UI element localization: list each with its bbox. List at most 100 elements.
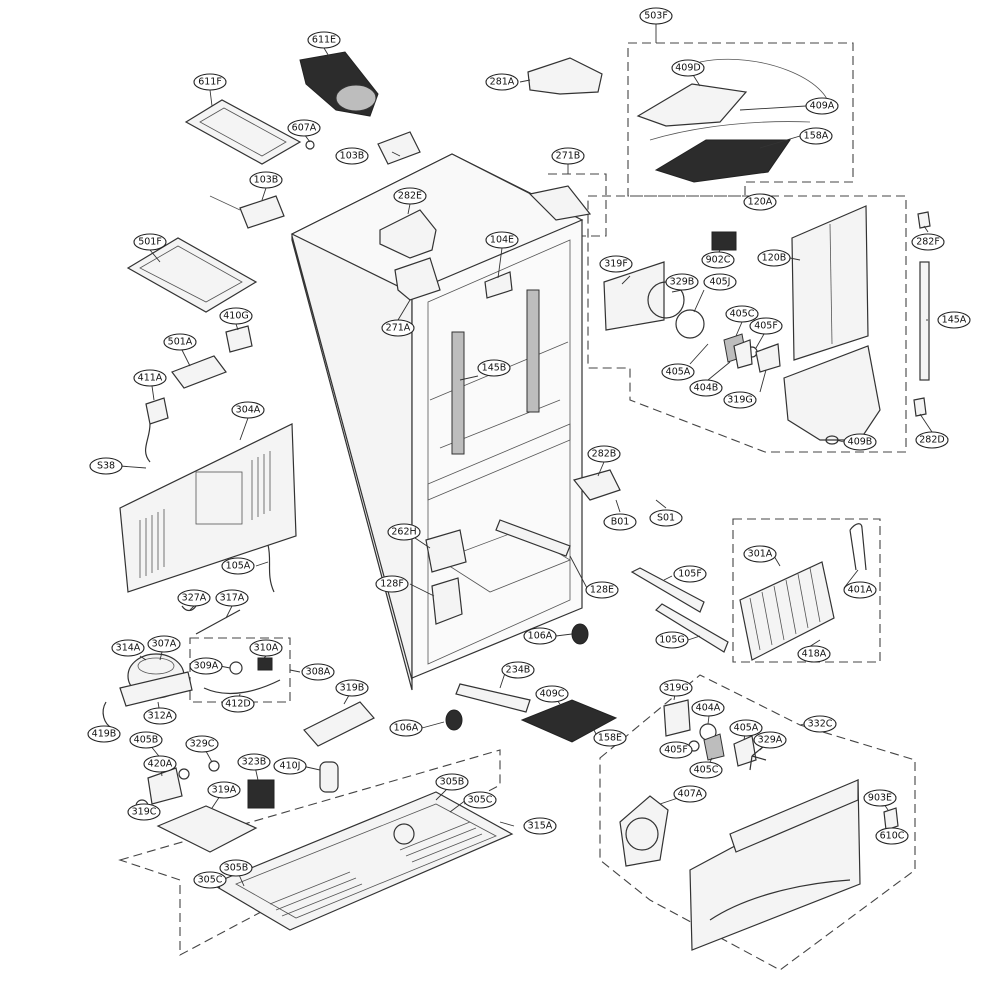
callout-405c: 405C <box>725 305 759 323</box>
part-319g <box>755 343 781 373</box>
svg-text:305B: 305B <box>440 777 465 788</box>
compressor-parts <box>102 605 375 853</box>
callout-501a: 501A <box>163 333 197 351</box>
svg-text:105A: 105A <box>226 561 251 572</box>
refrigerator-cabinet <box>290 153 621 691</box>
part-128e <box>495 519 571 557</box>
part-319g-lower <box>663 699 691 737</box>
callout-bubbles: 503F 409D 409A 158A 281A 611E 611F 607A … <box>87 7 971 889</box>
svg-text:305C: 305C <box>468 795 493 806</box>
callout-611e: 611E <box>307 31 341 49</box>
callout-s38: S38 <box>89 457 123 475</box>
svg-text:315A: 315A <box>528 821 553 832</box>
top-left-parts <box>126 51 603 463</box>
svg-text:401A: 401A <box>848 585 873 596</box>
svg-text:410J: 410J <box>280 761 301 772</box>
svg-text:282B: 282B <box>592 449 617 460</box>
part-407a-fan-housing <box>619 795 669 867</box>
group-outline-503f <box>627 42 854 197</box>
svg-text:308A: 308A <box>306 667 331 678</box>
svg-text:327A: 327A <box>182 593 207 604</box>
part-120a-duct <box>783 345 881 441</box>
group-outline-315a <box>118 749 501 956</box>
callout-329b: 329B <box>665 273 699 291</box>
svg-text:103B: 103B <box>340 151 365 162</box>
svg-text:103B: 103B <box>254 175 279 186</box>
part-309a <box>229 661 243 675</box>
screw-607a <box>305 140 315 150</box>
bracket-282e <box>379 209 437 259</box>
callout-405a-lower: 405A <box>729 719 763 737</box>
part-105f-rail <box>630 567 705 613</box>
callout-105a: 105A <box>221 557 255 575</box>
svg-text:234B: 234B <box>506 665 531 676</box>
callout-312a: 312A <box>143 707 177 725</box>
part-410j-capacitor <box>319 761 339 793</box>
part-501a-board <box>171 355 227 389</box>
part-319b-tray <box>303 701 375 747</box>
callout-419b: 419B <box>87 725 121 743</box>
part-405c-lower <box>703 733 725 761</box>
svg-text:304A: 304A <box>236 405 261 416</box>
callout-319a: 319A <box>207 781 241 799</box>
svg-text:405J: 405J <box>710 277 731 288</box>
callout-323b: 323B <box>237 753 271 771</box>
svg-text:282F: 282F <box>916 237 940 248</box>
cover-group-503f <box>636 58 831 183</box>
svg-text:405A: 405A <box>734 723 759 734</box>
callout-405f-lower: 405F <box>659 741 693 759</box>
callout-106a-left: 106A <box>389 719 423 737</box>
screw-103b <box>209 195 241 211</box>
svg-text:902C: 902C <box>706 255 731 266</box>
callout-409d: 409D <box>671 59 705 77</box>
rail-145b-left <box>451 331 465 455</box>
svg-text:128E: 128E <box>590 585 614 596</box>
callout-607a: 607A <box>287 119 321 137</box>
callout-418a: 418A <box>797 645 831 663</box>
svg-text:319B: 319B <box>340 683 365 694</box>
callout-317a: 317A <box>215 589 249 607</box>
part-411a-plug <box>145 397 169 425</box>
svg-text:611F: 611F <box>198 77 222 88</box>
callout-271b: 271B <box>551 147 585 165</box>
duct-group-332c <box>619 699 899 951</box>
svg-text:405B: 405B <box>134 735 159 746</box>
svg-text:317A: 317A <box>220 593 245 604</box>
cabinet-divider <box>427 423 571 501</box>
callout-409c: 409C <box>535 685 569 703</box>
part-611f-inner <box>199 107 287 157</box>
svg-text:120A: 120A <box>748 197 773 208</box>
callout-105f: 105F <box>673 565 707 583</box>
callout-b01: B01 <box>603 513 637 531</box>
callout-304a: 304A <box>231 401 265 419</box>
svg-text:607A: 607A <box>292 123 317 134</box>
part-315a-cover <box>210 791 514 931</box>
svg-text:305C: 305C <box>198 875 223 886</box>
callout-405a: 405A <box>661 363 695 381</box>
callout-158e: 158E <box>593 729 627 747</box>
rail-145b-right <box>526 289 540 413</box>
svg-text:158E: 158E <box>598 733 622 744</box>
part-405a-lower <box>733 735 757 767</box>
group-outline-332c <box>599 674 916 971</box>
part-407a-fan <box>625 817 659 851</box>
part-120b-rib <box>829 223 833 345</box>
callout-409b: 409B <box>843 433 877 451</box>
part-282d <box>913 397 927 417</box>
svg-text:262H: 262H <box>391 527 416 538</box>
svg-text:281A: 281A <box>490 77 515 88</box>
part-409c <box>520 699 618 743</box>
part-903e <box>883 807 899 831</box>
callout-105g: 105G <box>655 631 689 649</box>
svg-text:412D: 412D <box>225 699 250 710</box>
svg-text:145B: 145B <box>482 363 507 374</box>
part-332c-duct-curve <box>709 879 851 921</box>
svg-text:319C: 319C <box>132 807 157 818</box>
part-401a-heater <box>849 523 867 571</box>
hinge-271b <box>528 185 592 221</box>
part-329c <box>208 760 220 772</box>
leg-106a-right <box>571 623 589 645</box>
callout-405f: 405F <box>749 317 783 335</box>
callout-281a: 281A <box>485 73 519 91</box>
callout-314a: 314A <box>111 639 145 657</box>
